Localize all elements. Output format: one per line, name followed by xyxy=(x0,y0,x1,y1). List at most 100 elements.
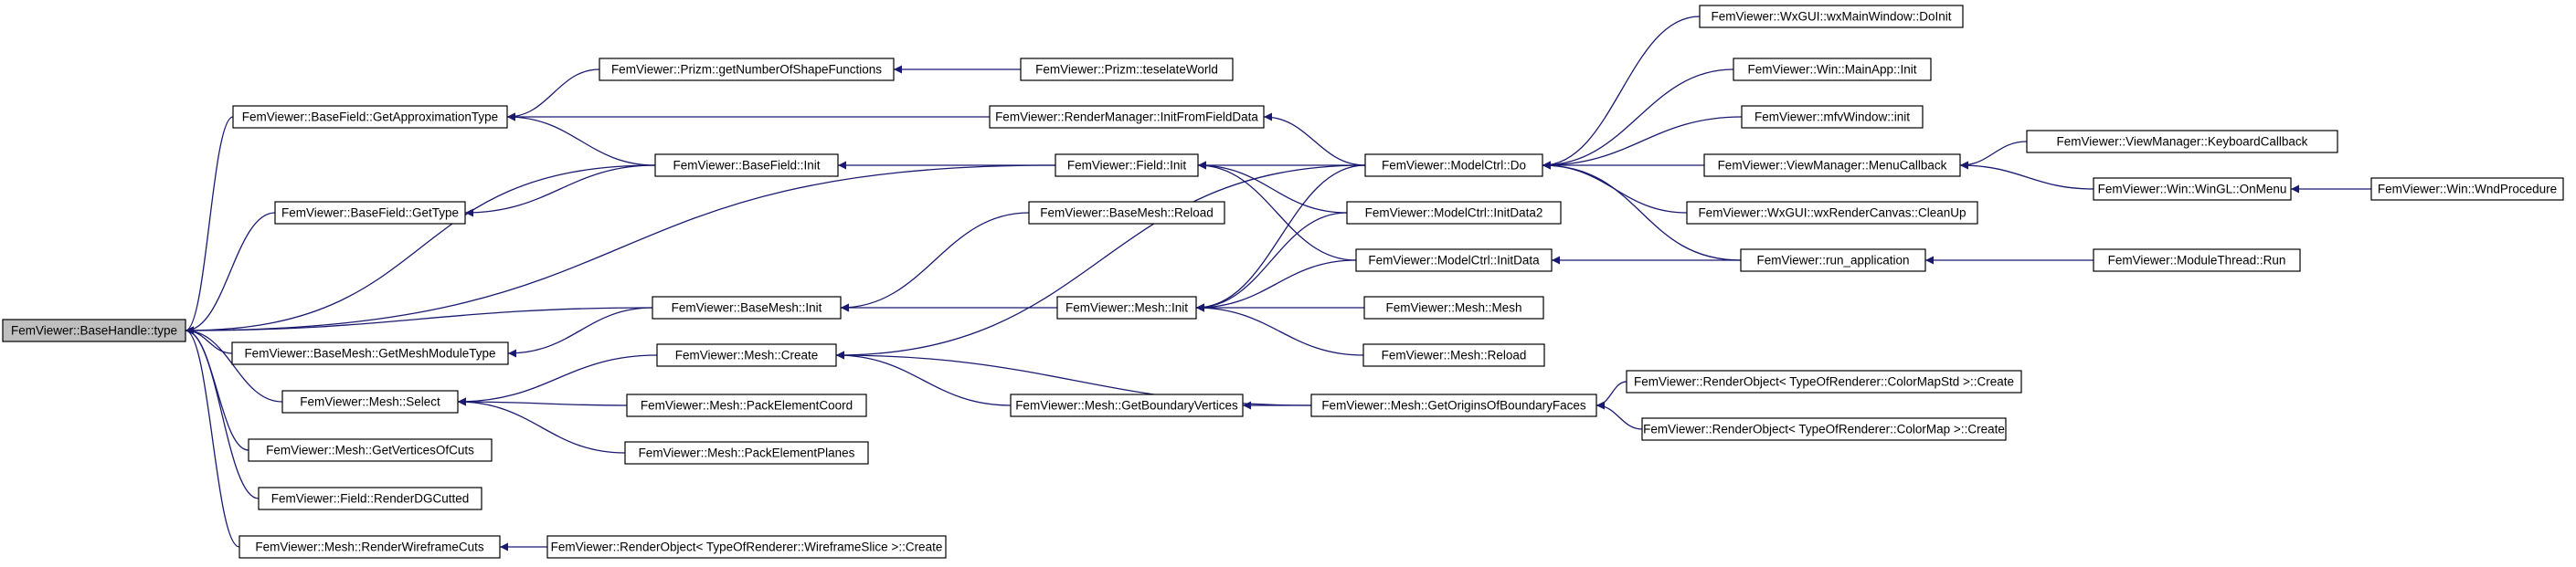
node-label: FemViewer::Mesh::Reload xyxy=(1382,349,1527,362)
node-mesh-renderwireframecuts[interactable]: FemViewer::Mesh::RenderWireframeCuts xyxy=(239,535,501,559)
node-box xyxy=(652,296,842,320)
edge-wxgui_wxmainwindow_doinit-to-modelctrl_do xyxy=(1542,16,1701,170)
edge-basemesh_reload-to-basemesh_init xyxy=(840,212,1030,312)
node-label: FemViewer::Mesh::PackElementPlanes xyxy=(639,446,855,460)
node-modelctrl-initdata[interactable]: FemViewer::ModelCtrl::InitData xyxy=(1355,248,1553,272)
node-mesh-init[interactable]: FemViewer::Mesh::Init xyxy=(1056,296,1197,320)
node-basehandle-type[interactable]: FemViewer::BaseHandle::type xyxy=(2,319,186,342)
node-basefield-gettype[interactable]: FemViewer::BaseField::GetType xyxy=(274,201,466,225)
node-box xyxy=(231,341,509,365)
node-mesh-select[interactable]: FemViewer::Mesh::Select xyxy=(281,390,459,414)
edge-run_application-to-modelctrl_do xyxy=(1542,161,1742,261)
node-win-mainapp-init[interactable]: FemViewer::Win::MainApp::Init xyxy=(1733,58,1932,81)
node-label: FemViewer::ModelCtrl::InitData xyxy=(1368,254,1540,268)
node-viewmanager-keyboardcallback[interactable]: FemViewer::ViewManager::KeyboardCallback xyxy=(2026,130,2338,153)
node-field-renderdgcutted[interactable]: FemViewer::Field::RenderDGCutted xyxy=(258,487,482,510)
node-label: FemViewer::RenderManager::InitFromFieldD… xyxy=(995,110,1258,124)
edge-renderobject_colormap_create-to-mesh_getoriginsofboundaryfaces xyxy=(1595,401,1643,430)
edge-mfvwindow_init-to-modelctrl_do xyxy=(1542,116,1743,170)
node-box xyxy=(248,438,493,462)
node-box xyxy=(1346,201,1562,225)
node-label: FemViewer::Mesh::GetVerticesOfCuts xyxy=(266,444,474,457)
node-box xyxy=(2026,130,2338,153)
node-label: FemViewer::Win::WinGL::OnMenu xyxy=(2098,183,2287,196)
edge-basefield_init-to-basefield_gettype xyxy=(464,164,656,217)
node-modelctrl-do[interactable]: FemViewer::ModelCtrl::Do xyxy=(1364,153,1543,177)
node-modulethread-run[interactable]: FemViewer::ModuleThread::Run xyxy=(2093,248,2301,272)
node-box xyxy=(654,153,839,177)
node-basemesh-reload[interactable]: FemViewer::BaseMesh::Reload xyxy=(1028,201,1225,225)
edge-basemesh_init-to-basemesh_getmeshmoduletype xyxy=(507,307,653,358)
node-box xyxy=(1355,248,1553,272)
node-box xyxy=(274,201,466,225)
node-mesh-getboundaryvertices[interactable]: FemViewer::Mesh::GetBoundaryVertices xyxy=(1010,394,1244,417)
node-wxgui-wxrendercanvas-cleanup[interactable]: FemViewer::WxGUI::wxRenderCanvas::CleanU… xyxy=(1686,201,1978,225)
node-prizm-teselateworld[interactable]: FemViewer::Prizm::teselateWorld xyxy=(1020,58,1234,81)
node-prizm-getnumber[interactable]: FemViewer::Prizm::getNumberOfShapeFuncti… xyxy=(599,58,895,81)
edge-modelctrl_initdata-to-field_init xyxy=(1197,161,1357,261)
node-rendermanager-initfromfielddata[interactable]: FemViewer::RenderManager::InitFromFieldD… xyxy=(989,105,1265,129)
node-box xyxy=(656,343,837,367)
node-basemesh-init[interactable]: FemViewer::BaseMesh::Init xyxy=(652,296,842,320)
node-box xyxy=(1703,153,1961,177)
node-label: FemViewer::WxGUI::wxMainWindow::DoInit xyxy=(1711,10,1951,24)
node-mesh-packelementcoord[interactable]: FemViewer::Mesh::PackElementCoord xyxy=(626,394,867,417)
edge-modelctrl_do-to-rendermanager_initfromfielddata xyxy=(1263,112,1366,166)
node-label: FemViewer::BaseField::Init xyxy=(673,159,820,173)
edge-renderobject_colormapstd_create-to-mesh_getoriginsofboundaryfaces xyxy=(1595,381,1627,410)
node-basefield-getapprox[interactable]: FemViewer::BaseField::GetApproximationTy… xyxy=(232,105,508,129)
node-label: FemViewer::BaseMesh::GetMeshModuleType xyxy=(244,347,495,361)
node-box xyxy=(1020,58,1234,81)
node-mesh-create[interactable]: FemViewer::Mesh::Create xyxy=(656,343,837,367)
node-label: FemViewer::Mesh::Init xyxy=(1065,301,1188,315)
node-box xyxy=(1699,5,1964,28)
node-label: FemViewer::ModelCtrl::InitData2 xyxy=(1365,206,1543,220)
node-box xyxy=(1055,153,1199,177)
node-box xyxy=(1056,296,1197,320)
edge-mesh_packelementcoord-to-mesh_select xyxy=(457,397,628,406)
node-box xyxy=(1733,58,1932,81)
edges-layer xyxy=(185,16,2371,551)
edge-viewmanager_keyboardcallback-to-viewmanager_menucallback xyxy=(1959,141,2028,170)
node-box xyxy=(281,390,459,414)
node-run-application[interactable]: FemViewer::run_application xyxy=(1740,248,1926,272)
node-label: FemViewer::ModuleThread::Run xyxy=(2108,254,2286,268)
node-basefield-init[interactable]: FemViewer::BaseField::Init xyxy=(654,153,839,177)
node-basemesh-getmeshmoduletype[interactable]: FemViewer::BaseMesh::GetMeshModuleType xyxy=(231,341,509,365)
node-mesh-reload[interactable]: FemViewer::Mesh::Reload xyxy=(1362,343,1545,367)
node-mesh-packelementplanes[interactable]: FemViewer::Mesh::PackElementPlanes xyxy=(624,441,869,465)
node-win-wingl-onmenu[interactable]: FemViewer::Win::WinGL::OnMenu xyxy=(2093,177,2292,201)
node-box xyxy=(2093,177,2292,201)
node-viewmanager-menucallback[interactable]: FemViewer::ViewManager::MenuCallback xyxy=(1703,153,1961,177)
node-renderobject-wireframeslice-create[interactable]: FemViewer::RenderObject< TypeOfRenderer:… xyxy=(546,535,947,559)
edge-mesh_select-to-basehandle_type xyxy=(185,326,283,403)
node-wxgui-wxmainwindow-doinit[interactable]: FemViewer::WxGUI::wxMainWindow::DoInit xyxy=(1699,5,1964,28)
node-label: FemViewer::Mesh::Create xyxy=(675,349,819,362)
node-mesh-mesh[interactable]: FemViewer::Mesh::Mesh xyxy=(1363,296,1544,320)
node-box xyxy=(1310,394,1597,417)
node-renderobject-colormap-create[interactable]: FemViewer::RenderObject< TypeOfRenderer:… xyxy=(1641,417,2007,441)
node-label: FemViewer::ViewManager::MenuCallback xyxy=(1718,159,1947,173)
node-label: FemViewer::Prizm::getNumberOfShapeFuncti… xyxy=(611,63,882,77)
node-box xyxy=(258,487,482,510)
edge-basefield_getapprox-to-basehandle_type xyxy=(185,116,234,335)
node-box xyxy=(2370,177,2564,201)
node-box xyxy=(1686,201,1978,225)
edge-mesh_renderwireframecuts-to-basehandle_type xyxy=(185,326,240,548)
node-field-init[interactable]: FemViewer::Field::Init xyxy=(1055,153,1199,177)
node-label: FemViewer::Win::WndProcedure xyxy=(2378,183,2557,196)
node-box xyxy=(2093,248,2301,272)
node-box xyxy=(2,319,186,342)
node-renderobject-colormapstd-create[interactable]: FemViewer::RenderObject< TypeOfRenderer:… xyxy=(1626,370,2022,394)
nodes-layer: FemViewer::BaseHandle::typeFemViewer::Ba… xyxy=(2,5,2564,559)
node-mesh-getoriginsofboundaryfaces[interactable]: FemViewer::Mesh::GetOriginsOfBoundaryFac… xyxy=(1310,394,1597,417)
node-mesh-getverticesofcuts[interactable]: FemViewer::Mesh::GetVerticesOfCuts xyxy=(248,438,493,462)
edge-win_wingl_onmenu-to-viewmanager_menucallback xyxy=(1959,161,2094,190)
node-modelctrl-initdata2[interactable]: FemViewer::ModelCtrl::InitData2 xyxy=(1346,201,1562,225)
node-label: FemViewer::Prizm::teselateWorld xyxy=(1035,63,1218,77)
node-box xyxy=(1626,370,2022,394)
node-label: FemViewer::RenderObject< TypeOfRenderer:… xyxy=(551,541,943,554)
node-mfvwindow-init[interactable]: FemViewer::mfvWindow::init xyxy=(1741,105,1924,129)
node-win-wndprocedure[interactable]: FemViewer::Win::WndProcedure xyxy=(2370,177,2564,201)
node-label: FemViewer::RenderObject< TypeOfRenderer:… xyxy=(1634,375,2014,389)
